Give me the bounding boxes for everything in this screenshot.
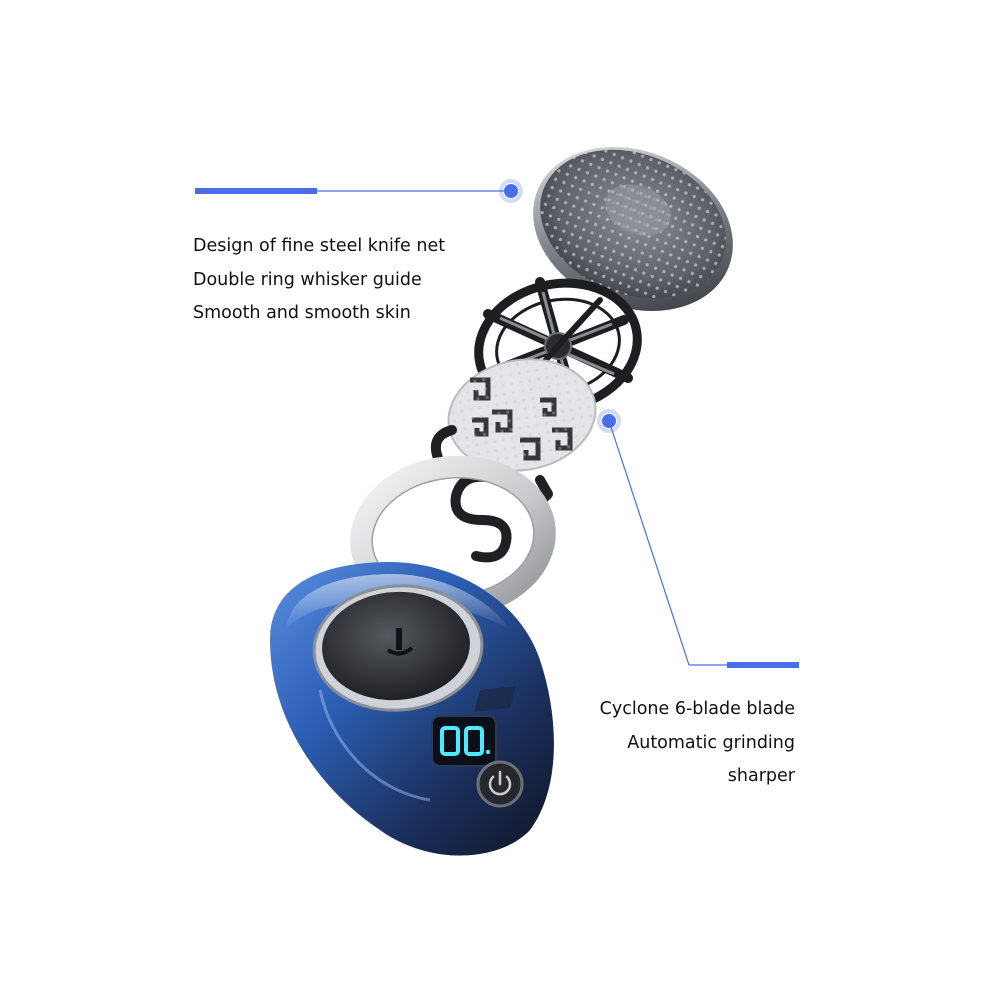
top-callout-line: [195, 179, 523, 203]
feature-caption-top: Design of fine steel knife net Double ri…: [193, 230, 445, 331]
feature-caption-bottom: Cyclone 6-blade blade Automatic grinding…: [600, 693, 795, 794]
caption-line: Double ring whisker guide: [193, 269, 422, 290]
shaver-body: [270, 562, 554, 856]
foil-mesh-cap: [533, 147, 733, 311]
caption-line: Cyclone 6-blade blade: [599, 699, 795, 719]
caption-line: Design of fine steel knife net: [193, 236, 446, 256]
caption-line: Automatic grinding: [627, 732, 795, 753]
caption-line: Smooth and smooth skin: [193, 303, 411, 323]
power-icon: [488, 770, 512, 796]
led-display: [431, 715, 497, 767]
caption-line: sharper: [727, 766, 795, 786]
power-button[interactable]: [476, 760, 524, 808]
bottom-callout-line: [597, 409, 799, 668]
